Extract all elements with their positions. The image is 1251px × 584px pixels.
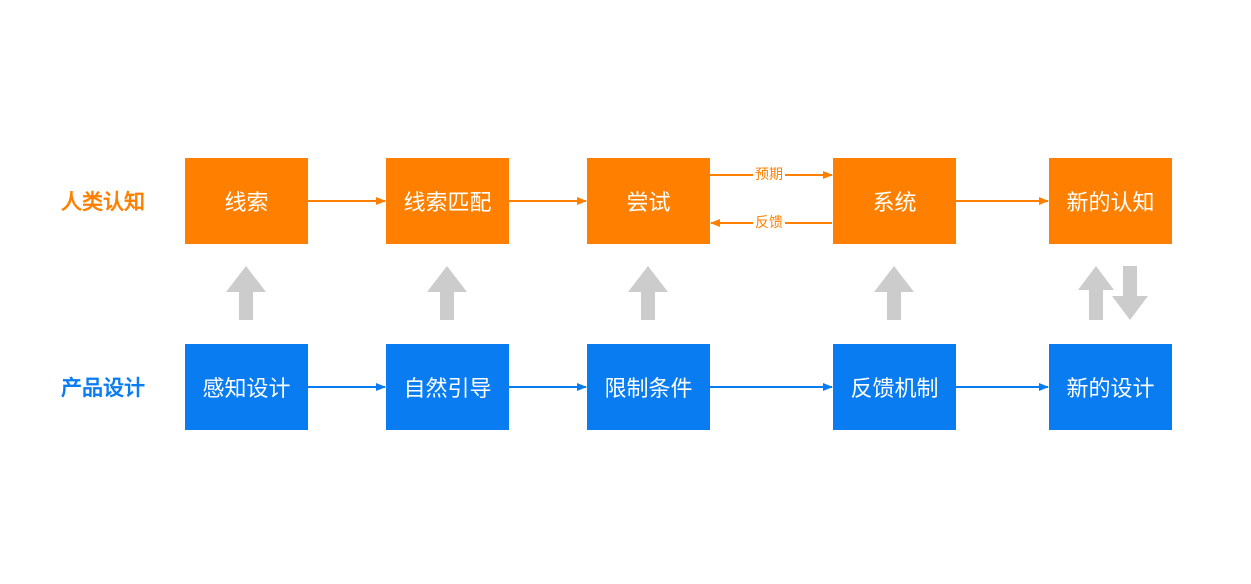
node-constraints: 限制条件 <box>587 344 710 430</box>
up-arrow-2 <box>427 266 467 320</box>
edge-label-expectation: 预期 <box>753 166 785 184</box>
down-arrow-5 <box>1112 266 1148 320</box>
node-natural-guidance: 自然引导 <box>386 344 509 430</box>
node-new-design: 新的设计 <box>1049 344 1172 430</box>
edge-label-feedback: 反馈 <box>753 214 785 232</box>
row-label-product-design: 产品设计 <box>61 376 145 400</box>
node-perception-design: 感知设计 <box>185 344 308 430</box>
node-feedback-mechanism: 反馈机制 <box>833 344 956 430</box>
node-system: 系统 <box>833 158 956 244</box>
row-label-human-cognition: 人类认知 <box>61 190 145 214</box>
up-arrow-4 <box>874 266 914 320</box>
node-clue-match: 线索匹配 <box>386 158 509 244</box>
up-arrow-5 <box>1078 266 1114 320</box>
node-clue: 线索 <box>185 158 308 244</box>
up-arrow-3 <box>628 266 668 320</box>
node-new-cognition: 新的认知 <box>1049 158 1172 244</box>
up-arrow-1 <box>226 266 266 320</box>
node-attempt: 尝试 <box>587 158 710 244</box>
